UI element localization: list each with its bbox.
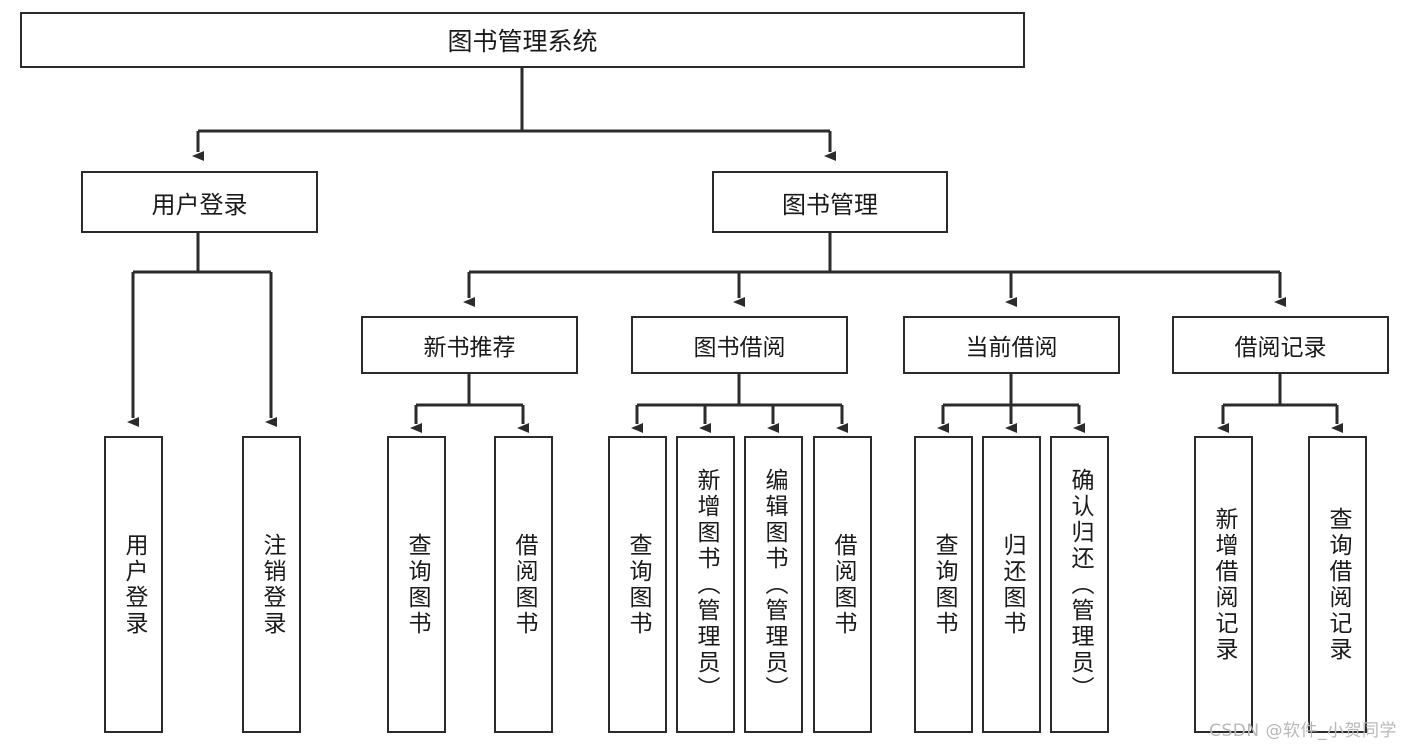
node-leaf-query-book-1-label: 查询图书 <box>404 532 430 637</box>
node-user-login[interactable]: 用户登录 <box>81 171 318 233</box>
node-leaf-edit-book-label: 编辑图书（管理员） <box>761 467 787 702</box>
node-book-borrow[interactable]: 图书借阅 <box>631 316 848 374</box>
node-leaf-borrow-book-2[interactable]: 借阅图书 <box>813 436 872 733</box>
node-leaf-user-login-label: 用户登录 <box>121 532 147 637</box>
node-leaf-logout[interactable]: 注销登录 <box>242 436 301 733</box>
node-leaf-user-login[interactable]: 用户登录 <box>104 436 163 733</box>
node-leaf-logout-label: 注销登录 <box>259 532 285 637</box>
node-user-login-label: 用户登录 <box>151 190 248 219</box>
watermark: CSDN @软件_小贺同学 <box>1209 721 1397 741</box>
node-leaf-edit-book[interactable]: 编辑图书（管理员） <box>744 436 803 733</box>
node-leaf-add-record-label: 新增借阅记录 <box>1211 506 1237 663</box>
node-current-borrow-label: 当前借阅 <box>965 335 1058 361</box>
node-borrow-record-label: 借阅记录 <box>1234 335 1327 361</box>
node-leaf-return-book-label: 归还图书 <box>999 532 1025 637</box>
node-leaf-confirm-return-label: 确认归还（管理员） <box>1067 467 1093 702</box>
node-leaf-query-book-3-label: 查询图书 <box>931 532 957 637</box>
node-leaf-confirm-return[interactable]: 确认归还（管理员） <box>1050 436 1109 733</box>
node-leaf-borrow-book-1[interactable]: 借阅图书 <box>494 436 553 733</box>
node-leaf-borrow-book-1-label: 借阅图书 <box>511 532 537 637</box>
node-root-label: 图书管理系统 <box>447 27 598 56</box>
node-current-borrow[interactable]: 当前借阅 <box>903 316 1120 374</box>
node-leaf-add-record[interactable]: 新增借阅记录 <box>1194 436 1253 733</box>
node-new-book-rec-label: 新书推荐 <box>423 335 516 361</box>
node-leaf-query-record[interactable]: 查询借阅记录 <box>1308 436 1367 733</box>
node-leaf-return-book[interactable]: 归还图书 <box>982 436 1041 733</box>
node-leaf-query-book-1[interactable]: 查询图书 <box>387 436 446 733</box>
node-book-manage[interactable]: 图书管理 <box>712 171 948 233</box>
node-new-book-rec[interactable]: 新书推荐 <box>361 316 578 374</box>
node-borrow-record[interactable]: 借阅记录 <box>1172 316 1389 374</box>
node-book-borrow-label: 图书借阅 <box>693 335 786 361</box>
node-leaf-query-book-2[interactable]: 查询图书 <box>608 436 667 733</box>
node-leaf-query-book-3[interactable]: 查询图书 <box>914 436 973 733</box>
node-root[interactable]: 图书管理系统 <box>20 12 1025 68</box>
node-leaf-add-book[interactable]: 新增图书（管理员） <box>676 436 735 733</box>
node-book-manage-label: 图书管理 <box>782 190 878 219</box>
node-leaf-add-book-label: 新增图书（管理员） <box>693 467 719 702</box>
node-leaf-query-record-label: 查询借阅记录 <box>1325 506 1351 663</box>
node-leaf-query-book-2-label: 查询图书 <box>625 532 651 637</box>
node-leaf-borrow-book-2-label: 借阅图书 <box>830 532 856 637</box>
